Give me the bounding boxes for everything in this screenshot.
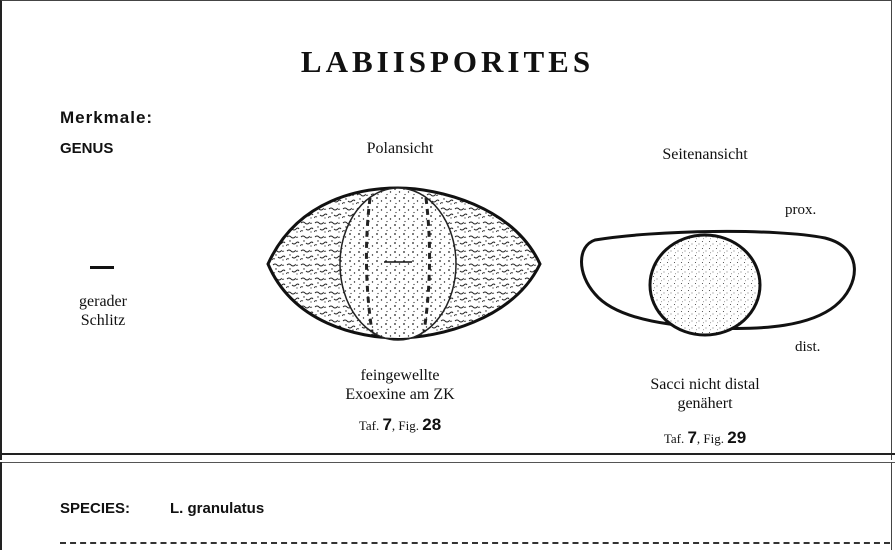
polar-plate-number: 7 bbox=[382, 415, 391, 434]
bottom-dashed-rule bbox=[60, 542, 890, 544]
polar-plate-reference: Taf. 7, Fig. 28 bbox=[300, 415, 500, 435]
genus-label: GENUS bbox=[60, 140, 113, 157]
side-view-heading: Seitenansicht bbox=[600, 146, 810, 164]
side-plate-number: 7 bbox=[687, 428, 696, 447]
polar-plate-prefix: Taf. bbox=[359, 418, 379, 433]
side-view-drawing bbox=[575, 226, 875, 344]
species-name: L. granulatus bbox=[170, 500, 264, 517]
side-fig-prefix: , Fig. bbox=[697, 431, 724, 446]
straight-slit-symbol bbox=[90, 266, 114, 269]
side-fig-number: 29 bbox=[727, 428, 746, 447]
central-body bbox=[650, 235, 760, 335]
slit-caption: gerader Schlitz bbox=[50, 292, 156, 330]
slit-caption-line1: gerader bbox=[50, 292, 156, 311]
page-title: LABIISPORITES bbox=[0, 44, 895, 80]
side-view-caption: Sacci nicht distal genähert bbox=[600, 375, 810, 413]
polar-fig-number: 28 bbox=[422, 415, 441, 434]
side-label-prox: prox. bbox=[785, 202, 816, 219]
polar-caption-line1: feingewellte bbox=[300, 366, 500, 385]
side-label-dist: dist. bbox=[795, 339, 820, 356]
polar-fig-prefix: , Fig. bbox=[392, 418, 419, 433]
polar-view-drawing bbox=[258, 178, 548, 348]
species-label: SPECIES: bbox=[60, 500, 130, 517]
merkmale-label: Merkmale: bbox=[60, 108, 153, 128]
side-plate-prefix: Taf. bbox=[664, 431, 684, 446]
side-plate-reference: Taf. 7, Fig. 29 bbox=[600, 428, 810, 448]
side-caption-line1: Sacci nicht distal bbox=[600, 375, 810, 394]
slit-caption-line2: Schlitz bbox=[50, 311, 156, 330]
panel-divider bbox=[0, 453, 895, 455]
species-panel-frame bbox=[0, 462, 892, 550]
polar-caption-line2: Exoexine am ZK bbox=[300, 385, 500, 404]
polar-view-heading: Polansicht bbox=[300, 140, 500, 158]
polar-view-caption: feingewellte Exoexine am ZK bbox=[300, 366, 500, 404]
side-caption-line2: genähert bbox=[600, 394, 810, 413]
